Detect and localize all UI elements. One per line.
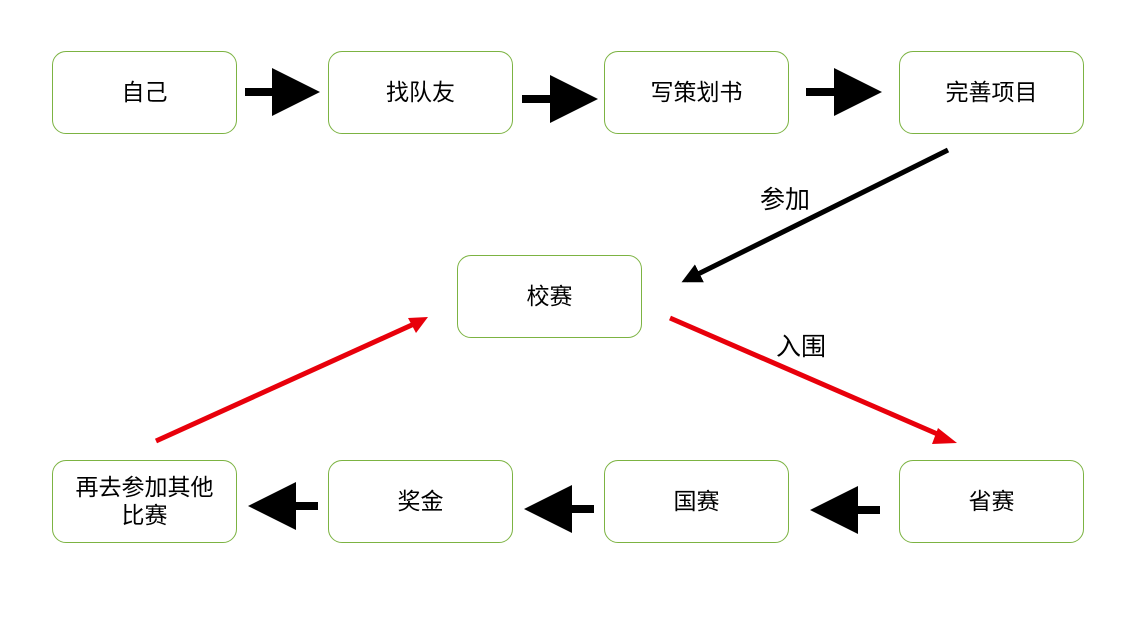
node-improve-project: 完善项目 — [899, 51, 1084, 134]
arrow-again-to-school — [154, 321, 416, 444]
arrowhead-school-to-province — [932, 428, 957, 444]
node-national-contest: 国赛 — [604, 460, 789, 543]
node-join-others-label-line1: 再去参加其他 — [75, 474, 214, 501]
node-provincial-contest-label: 省赛 — [968, 488, 1015, 515]
node-self-label: 自己 — [121, 79, 168, 106]
node-self: 自己 — [52, 51, 237, 134]
edge-label-advance: 入围 — [776, 332, 827, 361]
node-prize-money: 奖金 — [328, 460, 513, 543]
node-join-others-label-line2: 比赛 — [121, 502, 168, 529]
node-join-others: 再去参加其他比赛 — [52, 460, 237, 543]
arrowhead-again-to-school — [408, 317, 428, 333]
arrow-improve-to-school — [681, 147, 950, 283]
node-school-contest: 校赛 — [457, 255, 642, 338]
arrow-school-to-province — [669, 315, 943, 439]
node-national-contest-label: 国赛 — [673, 488, 720, 515]
node-improve-project-label: 完善项目 — [945, 79, 1038, 106]
edge-label-join: 参加 — [760, 185, 811, 214]
node-provincial-contest: 省赛 — [899, 460, 1084, 543]
node-school-contest-label: 校赛 — [526, 283, 573, 310]
node-join-others-label: 再去参加其他比赛 — [76, 474, 214, 530]
node-write-plan: 写策划书 — [604, 51, 789, 134]
node-find-teammates: 找队友 — [328, 51, 513, 134]
node-write-plan-label: 写策划书 — [650, 79, 743, 106]
node-prize-money-label: 奖金 — [397, 488, 444, 515]
node-find-teammates-label: 找队友 — [386, 79, 455, 106]
